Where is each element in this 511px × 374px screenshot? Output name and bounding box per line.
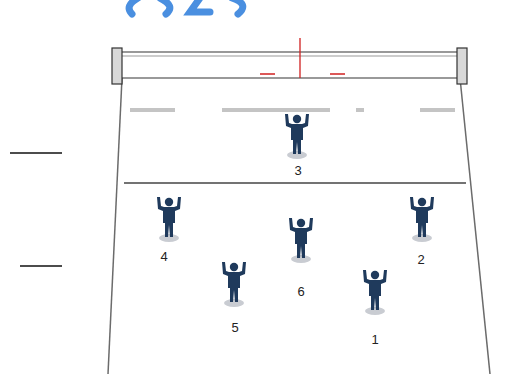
- shadow: [365, 307, 385, 315]
- player-head: [165, 198, 173, 206]
- player-figure: [363, 270, 387, 315]
- player-head: [293, 115, 301, 123]
- player-figure: [285, 114, 309, 159]
- court-lines: [108, 78, 490, 374]
- shadow: [159, 234, 179, 242]
- callout-number: 5: [231, 321, 238, 334]
- callout-number: 3: [294, 164, 301, 177]
- player-body: [410, 197, 434, 237]
- callout-number: 6: [297, 285, 304, 298]
- player-figure: [289, 218, 313, 263]
- player-head: [297, 219, 305, 227]
- shadow: [412, 234, 432, 242]
- player-head: [418, 198, 426, 206]
- player-figure: [222, 262, 246, 307]
- player-body: [363, 270, 387, 310]
- shadow: [224, 299, 244, 307]
- callout-number: 4: [160, 250, 167, 263]
- player-body: [289, 218, 313, 258]
- net: [112, 38, 467, 84]
- player-head: [230, 263, 238, 271]
- player-body: [222, 262, 246, 302]
- players: [157, 114, 434, 315]
- callout-number: 1: [371, 333, 378, 346]
- player-figure: [410, 197, 434, 242]
- player-head: [371, 271, 379, 279]
- margin-marks: [10, 153, 62, 266]
- shadow: [291, 255, 311, 263]
- logo-fragment: [129, 0, 243, 14]
- dashed-line: [130, 108, 455, 112]
- player-body: [157, 197, 181, 237]
- player-figure: [157, 197, 181, 242]
- callout-number: 2: [417, 253, 424, 266]
- shadow: [287, 151, 307, 159]
- player-body: [285, 114, 309, 154]
